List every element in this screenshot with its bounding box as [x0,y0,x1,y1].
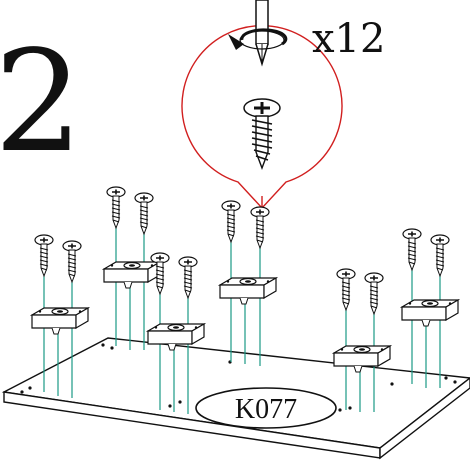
screw-1 [34,234,54,277]
screw-2 [62,240,82,283]
bracket-1 [31,307,89,335]
screw-11 [402,228,422,271]
part-code-label: K077 [195,387,337,429]
bracket-4 [219,277,277,305]
step-number: 2 [0,21,83,184]
part-code: K077 [235,394,297,425]
alignment-guides [43,226,441,414]
screw-8 [250,206,270,249]
screw-9 [336,268,356,311]
screw-10 [364,272,384,315]
screw-detail-callout: x12 [181,0,385,210]
screw-4 [134,192,154,235]
screw-3 [106,186,126,229]
screw-6 [178,256,198,299]
screw-12 [430,234,450,277]
rotate-clockwise-icon [228,28,288,50]
quantity-label: x12 [312,16,385,62]
bracket-6 [401,299,459,327]
wood-screw-icon [243,98,281,170]
screw-7 [221,200,241,243]
bracket-2 [103,261,161,289]
